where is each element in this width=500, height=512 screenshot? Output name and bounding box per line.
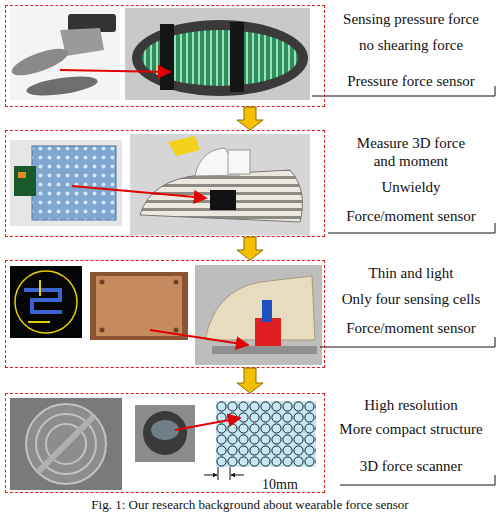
- figure-caption: Fig. 1: Our research background about we…: [0, 497, 500, 512]
- sandal-strap: [160, 24, 174, 90]
- leader-line: [340, 475, 495, 485]
- dimension-arrow: [204, 475, 217, 476]
- electrode-trace: [28, 280, 50, 322]
- sensor-plate: [32, 146, 116, 220]
- circuit-board: [14, 166, 36, 196]
- photo-background: [10, 266, 82, 338]
- sandal-strap: [230, 22, 244, 92]
- stage-box: Measure 3D force and momentUnwieldyForce…: [5, 130, 325, 237]
- stage-text: 3D force scanner: [326, 457, 496, 475]
- force-moment-sensor: [210, 190, 236, 210]
- flow-arrow: [237, 237, 263, 260]
- circuit-layout-image: [10, 266, 82, 338]
- sensor-plate: [212, 346, 317, 354]
- copper-plate-photo: [90, 272, 188, 340]
- sensor-wrap: [255, 318, 281, 350]
- flow-arrow: [237, 368, 263, 393]
- layout-outline: [15, 271, 77, 333]
- stage-box: Sensing pressure force no shearing force…: [5, 5, 325, 107]
- sensor-plate-photo: [10, 140, 122, 226]
- scanner-window: [151, 420, 179, 440]
- dimension-tick: [218, 467, 219, 480]
- photo-background: [125, 8, 310, 100]
- grating-photo: [10, 398, 122, 490]
- grating-ring: [36, 414, 96, 474]
- instrumented-shoe-photo: [130, 134, 310, 235]
- sandal-photo: [125, 8, 310, 100]
- photo-background: [10, 398, 122, 490]
- strap-piece: [262, 300, 272, 322]
- flow-arrow: [237, 107, 263, 130]
- screw-hole: [100, 280, 105, 285]
- screw-hole: [100, 328, 105, 333]
- scanner-dome: [143, 411, 187, 455]
- grating-bar: [38, 416, 94, 472]
- stage-text: Only four sensing cells: [326, 290, 496, 308]
- electrode-trace: [24, 290, 62, 312]
- stage-text: High resolution: [326, 396, 496, 414]
- copper-plate: [96, 276, 182, 336]
- photo-background: [130, 134, 310, 235]
- stage-text: Thin and light: [326, 264, 496, 282]
- photo-background: [10, 140, 122, 226]
- insole-sensor: [9, 43, 72, 80]
- shoe-body: [140, 170, 302, 222]
- stage-text: Measure 3D force and moment: [350, 134, 472, 170]
- leader-line: [320, 337, 495, 347]
- strap-piece: [168, 136, 200, 156]
- stage-text: Unwieldy: [326, 178, 496, 196]
- stage-text: Sensing pressure force no shearing force: [336, 6, 486, 58]
- screw-hole: [174, 328, 179, 333]
- pointer-arrow: [150, 330, 248, 345]
- stage-text: Force/moment sensor: [326, 319, 496, 337]
- dimension-label: 10mm: [262, 477, 298, 493]
- insole-photo: [9, 8, 120, 100]
- scanner-device-photo: [135, 405, 195, 462]
- pointer-arrow: [175, 418, 240, 430]
- sensor-mount: [228, 150, 250, 174]
- photo-background: [90, 272, 188, 340]
- pointer-arrow: [72, 186, 206, 198]
- insole-sensor: [25, 73, 99, 99]
- sandal-sole: [132, 20, 308, 96]
- photo-background: [135, 405, 195, 462]
- dimension-arrow: [231, 475, 244, 476]
- stage-text: More compact structure: [326, 420, 496, 438]
- circuit-chip: [18, 172, 26, 178]
- photo-background: [195, 265, 322, 365]
- stage-text: Pressure force sensor: [326, 72, 496, 90]
- stage-box: Thin and lightOnly four sensing cellsFor…: [5, 260, 325, 368]
- thin-sensor-shoe-photo: [195, 265, 322, 365]
- sensing-cell-grid: [204, 401, 316, 480]
- grating-ring: [26, 404, 106, 484]
- dimension-tick: [230, 467, 231, 480]
- leader-line: [328, 223, 495, 233]
- stage-text: Force/moment sensor: [326, 207, 496, 225]
- screw-hole: [174, 280, 179, 285]
- pointer-arrow: [60, 70, 170, 72]
- cell-array: [216, 401, 316, 467]
